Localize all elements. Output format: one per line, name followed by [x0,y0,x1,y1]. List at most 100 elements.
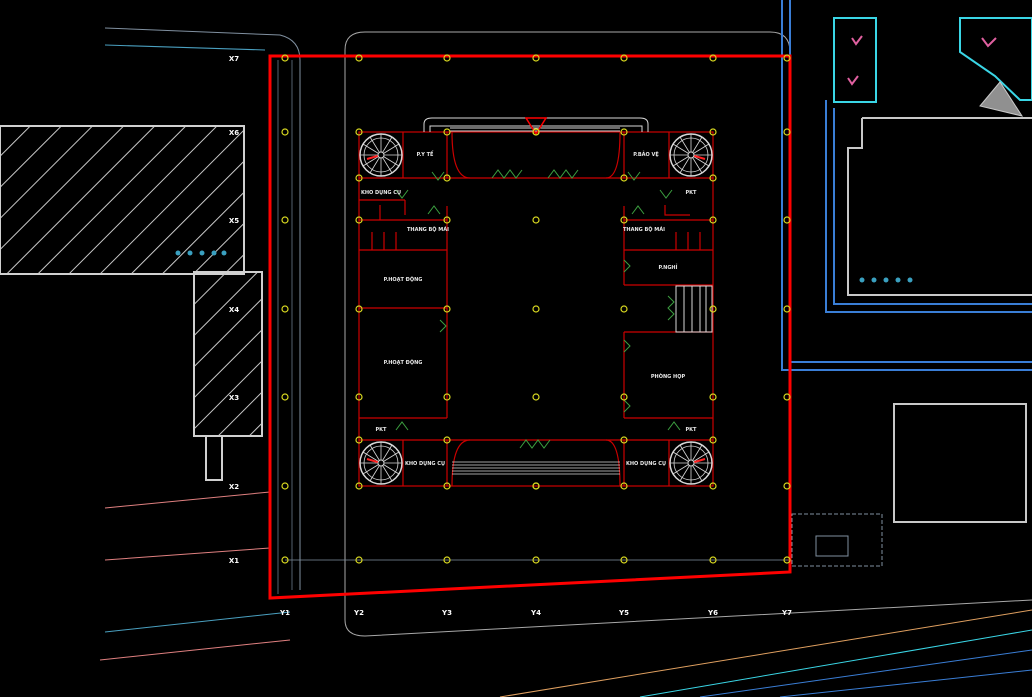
spiral-stairs [359,133,713,485]
column-marker [709,174,717,182]
column-marker [443,54,451,62]
column-marker [620,305,628,313]
column-marker [532,393,540,401]
grid-label-x5: X5 [229,217,239,225]
room-labels: P.Y TẾ P.BẢO VỆ KHO DỤNG CỤ PKT THANG BỘ… [361,150,697,467]
column-marker [709,128,717,136]
column-marker [355,216,363,224]
column-marker [620,216,628,224]
column-marker [620,556,628,564]
grid-label-y6: Y6 [707,609,718,617]
grid-y-labels: Y1 Y2 Y3 Y4 Y5 Y6 Y7 [279,609,792,617]
column-marker [355,174,363,182]
neighbor-building-hatched [0,125,263,481]
site-boundary [268,54,792,600]
room-label-pkt-tr: PKT [686,190,698,196]
room-label-hop: PHÒNG HỌP [651,373,686,380]
column-marker [709,393,717,401]
room-label-pkt-bl: PKT [376,427,388,433]
column-marker [443,393,451,401]
column-marker [783,393,791,401]
column-marker [355,128,363,136]
column-marker [532,216,540,224]
spiral-stair-tl [359,133,403,177]
spiral-stair-bl [359,441,403,485]
grid-column-markers [281,54,791,564]
grid-label-y4: Y4 [530,609,541,617]
column-marker [620,128,628,136]
grid-label-x2: X2 [229,483,239,491]
column-marker [443,216,451,224]
grid-label-y5: Y5 [618,609,629,617]
column-marker [783,305,791,313]
column-marker [355,482,363,490]
grid-label-x6: X6 [229,129,239,137]
column-marker [281,305,289,313]
column-marker [532,54,540,62]
column-marker [709,54,717,62]
spiral-stair-tr [669,133,713,177]
grid-label-x4: X4 [229,306,239,314]
column-marker [532,128,540,136]
column-marker [709,482,717,490]
column-marker [709,216,717,224]
column-marker [620,436,628,444]
column-marker [281,54,289,62]
column-marker [709,305,717,313]
column-marker [783,54,791,62]
column-marker [709,556,717,564]
column-marker [443,482,451,490]
column-marker [783,128,791,136]
column-marker [620,54,628,62]
grid-label-y1: Y1 [279,609,290,617]
grid-label-y7: Y7 [781,609,792,617]
room-label-nghi: P.NGHỈ [659,263,678,271]
column-marker [355,54,363,62]
column-marker [709,436,717,444]
column-marker [281,216,289,224]
column-marker [532,305,540,313]
stair-bars-bottom [452,461,620,475]
grid-label-x3: X3 [229,394,239,402]
column-marker [620,393,628,401]
column-marker [620,482,628,490]
building-walls [358,131,714,487]
column-marker [281,393,289,401]
column-marker [620,174,628,182]
site-lines [99,27,1032,697]
room-label-y-te: P.Y TẾ [417,150,434,158]
column-marker [443,305,451,313]
grid-label-x1: X1 [229,557,239,565]
room-label-pkt-br: PKT [686,427,698,433]
grid-x-labels: X1 X2 X3 X4 X5 X6 X7 [229,55,239,565]
column-marker [281,128,289,136]
column-marker [783,556,791,564]
column-marker [443,556,451,564]
room-label-hoat-dong-2: P.HOẠT ĐỘNG [384,359,423,366]
room-label-kho-tl: KHO DỤNG CỤ [361,190,401,196]
room-label-hoat-dong-1: P.HOẠT ĐỘNG [384,276,423,283]
column-marker [281,482,289,490]
column-marker [443,436,451,444]
room-label-thang-left: THANG BỘ MÁI [407,226,449,233]
grid-label-y3: Y3 [441,609,452,617]
column-marker [355,305,363,313]
room-label-kho-br: KHO DỤNG CỤ [626,461,666,467]
column-marker [783,216,791,224]
grid-label-y2: Y2 [353,609,364,617]
spiral-stair-br [669,441,713,485]
door-markers [395,169,681,449]
canopy-top [423,117,649,132]
room-label-thang-right: THANG BỘ MÁI [623,226,665,233]
column-marker [355,436,363,444]
column-marker [532,556,540,564]
column-marker [355,556,363,564]
column-marker [443,174,451,182]
column-marker [783,482,791,490]
room-label-bao-ve: P.BẢO VỆ [633,150,659,158]
column-marker [355,393,363,401]
grid-label-x7: X7 [229,55,239,63]
room-label-kho-bl: KHO DỤNG CỤ [405,461,445,467]
